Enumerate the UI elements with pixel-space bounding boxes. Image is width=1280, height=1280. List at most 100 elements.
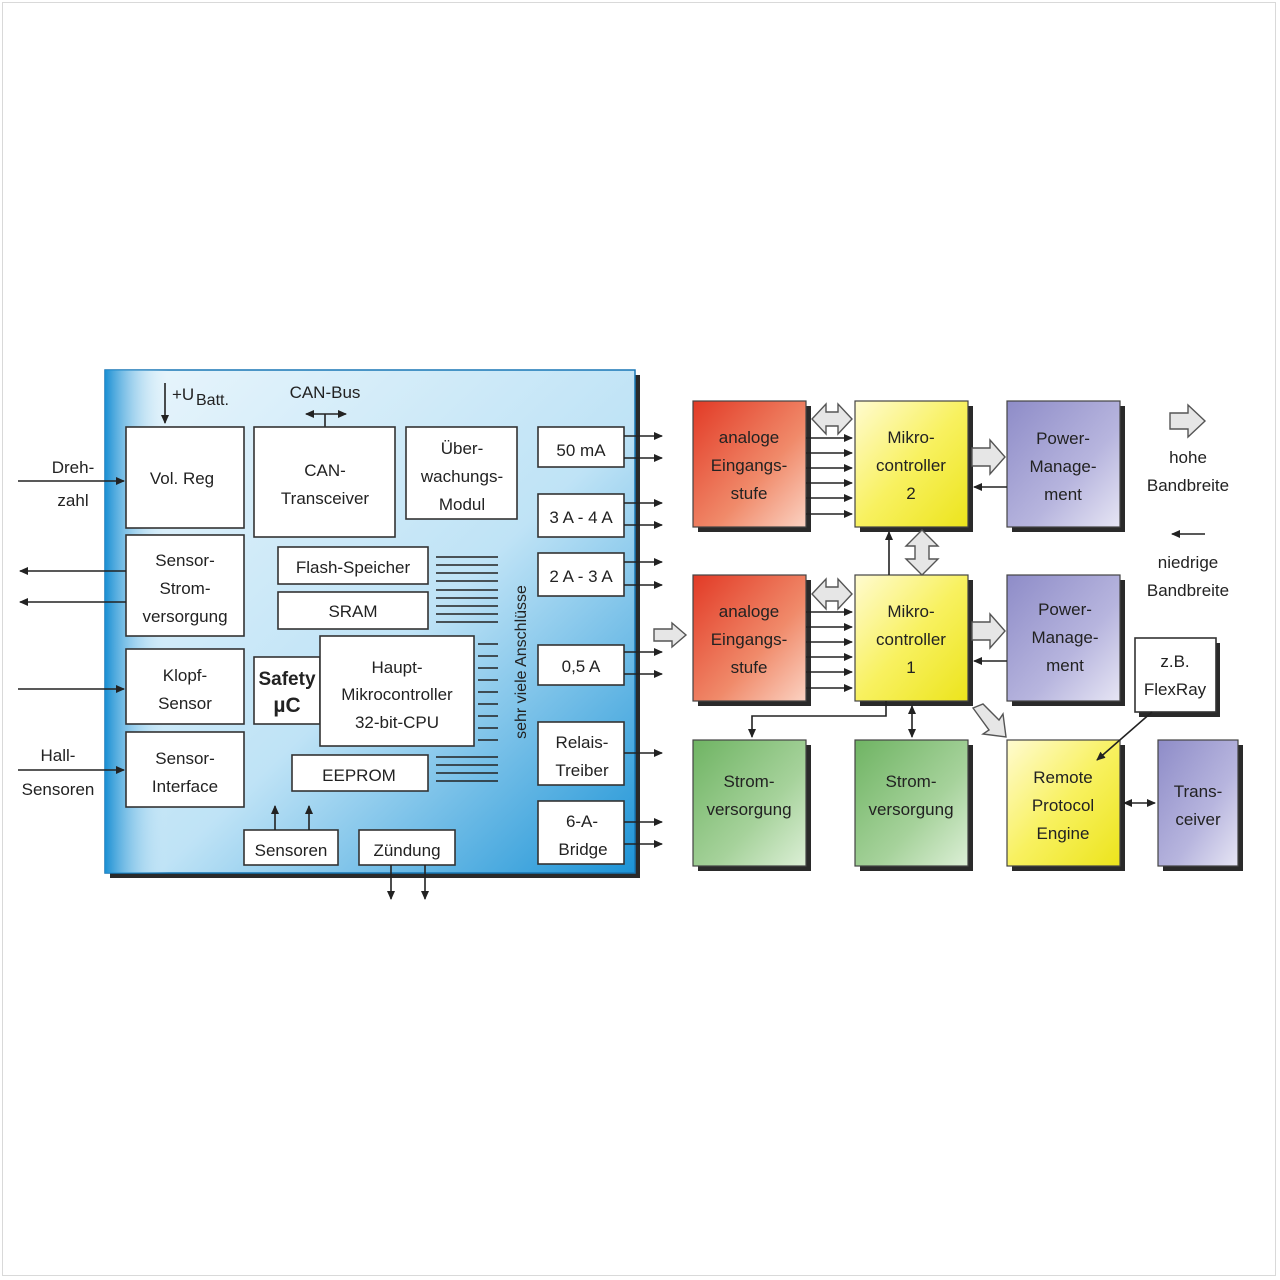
analog-input-stage-1: analoge Eingangs- stufe: [692, 574, 807, 702]
high-bandwidth-arrow-icon: [1169, 403, 1207, 439]
relay-driver-line1: Relais-: [556, 733, 609, 752]
output-0-5a-label: 0,5 A: [562, 657, 601, 676]
bridge-line2: Bridge: [558, 840, 607, 859]
hall-input: Hall- Sensoren: [18, 746, 125, 799]
pm1-line3: ment: [1046, 656, 1084, 675]
sram: SRAM: [277, 591, 429, 630]
mcu2-line1: Mikro-: [887, 428, 934, 447]
transceiver-line1: Trans-: [1174, 782, 1223, 801]
relay-driver-line2: Treiber: [555, 761, 609, 780]
voltage-regulator-label: Vol. Reg: [150, 469, 214, 488]
pm2-line1: Power-: [1036, 429, 1090, 448]
knock-line1: Klopf-: [163, 666, 207, 685]
can-transceiver-line2: Transceiver: [281, 489, 370, 508]
sensor-power-outputs: [19, 567, 126, 606]
knock-sensor: Klopf- Sensor: [125, 648, 245, 725]
pm2-line2: Manage-: [1029, 457, 1096, 476]
remote-protocol-engine: Remote Protocol Engine: [1006, 739, 1121, 867]
pm1-line2: Manage-: [1031, 628, 1098, 647]
voltage-regulator: Vol. Reg: [125, 426, 245, 529]
rpe-line1: Remote: [1033, 768, 1093, 787]
high-bw-line1: hohe: [1169, 448, 1207, 467]
supply-a-line1: Strom-: [724, 772, 775, 791]
supply-line-a: [748, 701, 887, 738]
monitoring-line1: Über-: [441, 439, 484, 458]
flexray-note: z.B. FlexRay: [1096, 637, 1217, 761]
low-bw-line1: niedrige: [1158, 553, 1219, 572]
power-management-1: Power- Manage- ment: [1006, 574, 1121, 702]
to-power-mgmt-arrow-icon: [971, 438, 1006, 476]
sensors-label: Sensoren: [255, 841, 328, 860]
supply-label: +U: [172, 385, 194, 404]
monitoring-line2: wachungs-: [420, 467, 503, 486]
flexray-line2: FlexRay: [1144, 680, 1207, 699]
analog1-line1: analoge: [719, 602, 780, 621]
flash-memory: Flash-Speicher: [277, 546, 429, 585]
output-2-3a: 2 A - 3 A: [537, 552, 625, 597]
can-transceiver-line1: CAN-: [304, 461, 346, 480]
mcu2-line3: 2: [906, 484, 915, 503]
analog2-line1: analoge: [719, 428, 780, 447]
sensor-power-line1: Sensor-: [155, 551, 215, 570]
analog-input-stage-2: analoge Eingangs- stufe: [692, 400, 807, 528]
transceiver: Trans- ceiver: [1157, 739, 1239, 867]
supply-a-line2: versorgung: [706, 800, 791, 819]
supply-b-line1: Strom-: [886, 772, 937, 791]
to-power-mgmt-arrow-icon: [971, 612, 1006, 650]
microcontroller-2: Mikro- controller 2: [854, 400, 969, 528]
output-50ma: 50 mA: [537, 426, 625, 468]
mcu1-line1: Mikro-: [887, 602, 934, 621]
supply-input: +U Batt.: [161, 383, 229, 424]
sensor-interface-line2: Interface: [152, 777, 218, 796]
many-pins-label: sehr viele Anschlüsse: [513, 585, 530, 739]
output-arrows: [624, 432, 663, 848]
can-transceiver: CAN- Transceiver: [253, 426, 396, 538]
bridge-line1: 6-A-: [566, 812, 598, 831]
low-bw-line2: Bandbreite: [1147, 581, 1229, 600]
power-management-2: Power- Manage- ment: [1006, 400, 1121, 528]
ignition-box: Zündung: [358, 829, 456, 900]
sensor-power-line3: versorgung: [142, 607, 227, 626]
monitoring-module: Über- wachungs- Modul: [405, 426, 518, 520]
rpm-input: Dreh- zahl: [18, 458, 125, 510]
supply-b-line2: versorgung: [868, 800, 953, 819]
legend: hohe Bandbreite niedrige Bandbreite: [1147, 403, 1229, 600]
main-mcu-line2: Mikrocontroller: [341, 685, 453, 704]
sensor-interface: Sensor- Interface: [125, 731, 245, 808]
high-bw-line2: Bandbreite: [1147, 476, 1229, 495]
power-supply-b: Strom- versorgung: [854, 739, 969, 867]
knock-line2: Sensor: [158, 694, 212, 713]
ignition-label: Zündung: [373, 841, 440, 860]
mcu2-line2: controller: [876, 456, 946, 475]
output-50ma-label: 50 mA: [556, 441, 606, 460]
analog2-line2: Eingangs-: [711, 456, 788, 475]
mcu1-line3: 1: [906, 658, 915, 677]
eeprom-label: EEPROM: [322, 766, 396, 785]
power-supply-a: Strom- versorgung: [692, 739, 807, 867]
pm2-line3: ment: [1044, 485, 1082, 504]
main-microcontroller: Haupt- Mikrocontroller 32-bit-CPU: [319, 635, 475, 747]
output-3-4a: 3 A - 4 A: [537, 493, 625, 538]
rpm-line1: Dreh-: [52, 458, 95, 477]
output-2-3a-label: 2 A - 3 A: [549, 567, 613, 586]
safety-line2: µC: [273, 694, 300, 717]
rpe-line2: Protocol: [1032, 796, 1094, 815]
main-mcu-line1: Haupt-: [371, 658, 422, 677]
signal-lines-1: [806, 608, 853, 692]
supply-subscript: Batt.: [196, 392, 229, 409]
flow-arrow-icon: [653, 621, 688, 649]
rpm-line2: zahl: [57, 491, 88, 510]
mcu1-line2: controller: [876, 630, 946, 649]
analog1-line2: Eingangs-: [711, 630, 788, 649]
sensor-power-supply: Sensor- Strom- versorgung: [125, 534, 245, 637]
main-mcu-line3: 32-bit-CPU: [355, 713, 439, 732]
bridge-6a: 6-A- Bridge: [537, 800, 625, 865]
flash-label: Flash-Speicher: [296, 558, 411, 577]
transceiver-line2: ceiver: [1175, 810, 1221, 829]
mcu-link-arrow-icon: [904, 529, 940, 576]
output-0-5a: 0,5 A: [537, 644, 625, 686]
to-remote-engine-arrow-icon: [971, 703, 1007, 738]
monitoring-line3: Modul: [439, 495, 485, 514]
pm1-line1: Power-: [1038, 600, 1092, 619]
